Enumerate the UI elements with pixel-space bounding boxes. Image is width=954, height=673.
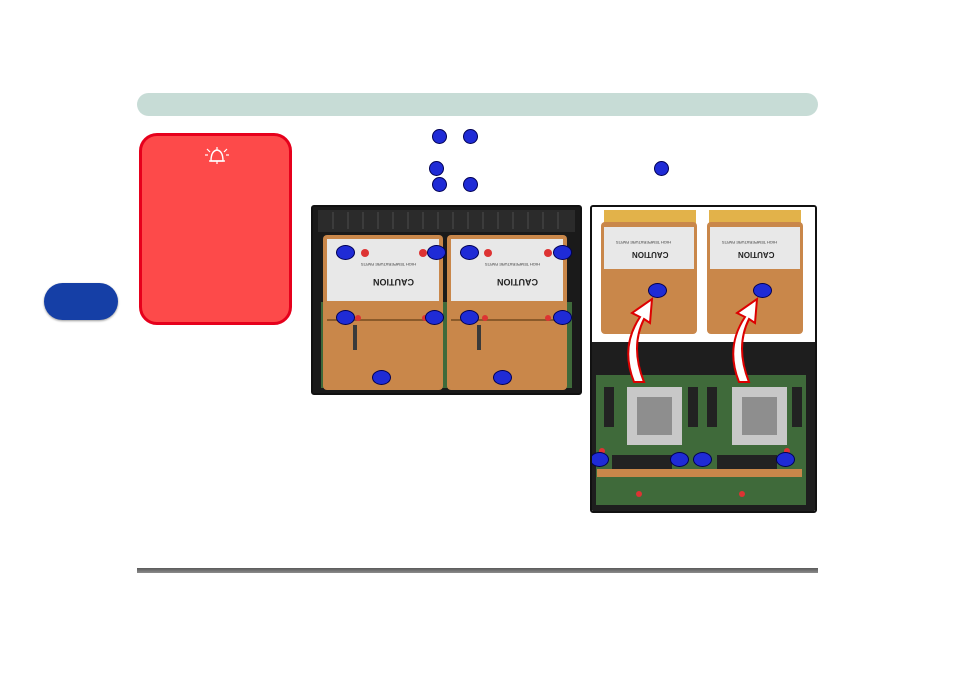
screw-marker (336, 310, 355, 325)
screw-marker (693, 452, 712, 467)
screw-marker (425, 310, 444, 325)
screw-marker (670, 452, 689, 467)
curved-up-arrow-icon (627, 296, 759, 383)
hot-parts-label: HIGH TEMPERATURE PARTS (485, 262, 541, 267)
caution-label: CAUTION (738, 250, 775, 259)
warning-box (139, 133, 292, 325)
step-marker (429, 161, 444, 176)
screw-marker (553, 310, 572, 325)
hot-parts-label: HIGH TEMPERATURE PARTS (616, 240, 672, 245)
hot-parts-label: HIGH TEMPERATURE PARTS (722, 240, 778, 245)
hot-parts-label: HIGH TEMPERATURE PARTS (361, 262, 417, 267)
heat-sink-photo-2: CAUTION CAUTION HIGH TEMPERATURE PARTS H… (590, 205, 817, 513)
screw-marker (372, 370, 391, 385)
alarm-bell-icon (205, 147, 229, 164)
step-marker (463, 177, 478, 192)
caution-label: CAUTION (497, 277, 538, 287)
caution-label: CAUTION (373, 277, 414, 287)
screw-marker (493, 370, 512, 385)
screw-marker (460, 245, 479, 260)
screw-marker (336, 245, 355, 260)
footer-rule (137, 568, 818, 573)
screw-marker (753, 283, 772, 298)
screw-marker (427, 245, 446, 260)
screw-marker (592, 452, 609, 467)
caution-label: CAUTION (632, 250, 669, 259)
screw-marker (776, 452, 795, 467)
step-marker (463, 129, 478, 144)
step-marker (654, 161, 669, 176)
chapter-tab[interactable] (44, 283, 118, 320)
screw-marker (648, 283, 667, 298)
step-marker (432, 129, 447, 144)
screw-marker (460, 310, 479, 325)
step-marker (432, 177, 447, 192)
heat-sink-photo-1: CAUTION CAUTION HIGH TEMPERATURE PARTS H… (311, 205, 582, 395)
screw-marker (553, 245, 572, 260)
header-bar (137, 93, 818, 116)
